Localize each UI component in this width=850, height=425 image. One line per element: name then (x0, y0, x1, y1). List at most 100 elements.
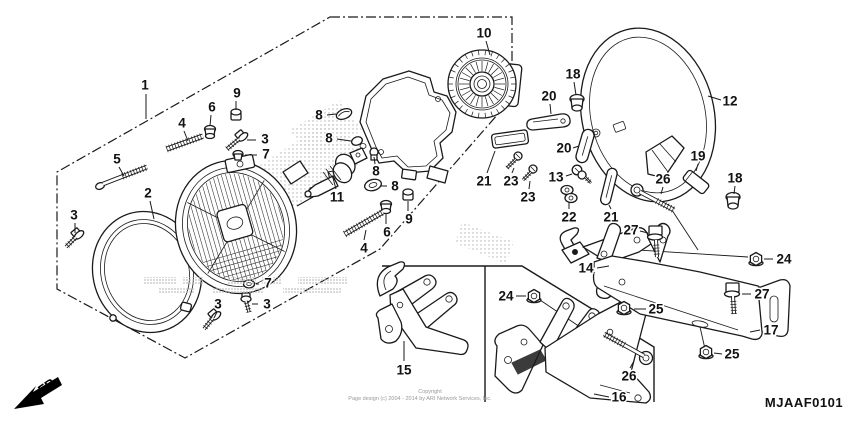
callout-part-8[interactable]: 8 (314, 106, 325, 124)
leader-line-part-21 (486, 150, 496, 174)
inset-box-borders (382, 265, 655, 402)
callout-part-20[interactable]: 20 (555, 139, 573, 157)
callout-part-6[interactable]: 6 (207, 98, 218, 116)
leader-line-part-16 (593, 393, 610, 398)
callout-part-24[interactable]: 24 (497, 287, 516, 305)
part-12-shell (579, 27, 717, 203)
callout-part-18[interactable]: 18 (564, 65, 583, 83)
callout-part-2[interactable]: 2 (143, 184, 154, 202)
part-6-nut-upper (203, 124, 217, 140)
callout-part-10[interactable]: 10 (475, 24, 493, 42)
callout-part-8[interactable]: 8 (371, 162, 382, 180)
callout-part-24[interactable]: 24 (775, 250, 794, 268)
callout-part-25[interactable]: 25 (647, 300, 666, 318)
leader-line-part-21 (608, 204, 612, 210)
callout-part-19[interactable]: 19 (689, 147, 707, 165)
leader-line-part-8 (326, 113, 337, 116)
fr-arrow-icon (14, 377, 62, 409)
callout-part-5[interactable]: 5 (112, 150, 123, 168)
copyright-line-1: Copyright (418, 389, 442, 395)
leader-line-part-6 (209, 114, 212, 127)
callout-part-22[interactable]: 22 (560, 208, 578, 226)
part-9-cap-right (402, 188, 414, 201)
callout-part-3[interactable]: 3 (213, 295, 224, 313)
leader-line-part-12 (707, 95, 722, 101)
part-18-mount-upper (569, 93, 585, 112)
part-7-nut-upper (232, 149, 244, 161)
hardware-layer (64, 133, 764, 360)
part-21-cushion-a (490, 129, 530, 149)
part-21-cushion-b (599, 167, 618, 206)
callout-part-8[interactable]: 8 (390, 177, 401, 195)
callout-part-27[interactable]: 27 (753, 285, 771, 303)
leader-line-part-18 (573, 81, 577, 96)
part-20-stay-a (526, 113, 571, 131)
callout-part-23[interactable]: 23 (519, 188, 538, 206)
callout-part-13[interactable]: 13 (547, 168, 566, 186)
copyright-line-2: Page design (c) 2004 - 2014 by ARI Netwo… (348, 396, 492, 402)
diagram-code: MJAAF0101 (765, 395, 843, 410)
part-23-screw-head-a (513, 151, 523, 161)
leader-line-part-23 (528, 180, 531, 190)
callout-part-11[interactable]: 11 (328, 188, 346, 206)
callout-part-7[interactable]: 7 (261, 145, 272, 163)
callout-part-17[interactable]: 17 (762, 321, 780, 339)
callout-part-6[interactable]: 6 (382, 223, 393, 241)
leader-line-part-4 (363, 229, 367, 241)
part-17-bracket (592, 222, 791, 341)
part-22-washers (560, 184, 578, 204)
callout-part-26[interactable]: 26 (654, 170, 673, 188)
leader-line-part-10 (485, 40, 491, 56)
part-27-bolt-head-b (723, 282, 741, 298)
leader-line-part-5 (118, 166, 125, 177)
callout-part-7[interactable]: 7 (263, 274, 274, 292)
callout-part-12[interactable]: 12 (721, 92, 739, 110)
leader-line-part-18 (733, 185, 736, 195)
callout-part-16[interactable]: 16 (610, 388, 629, 406)
leader-line-part-11 (332, 177, 337, 190)
leader-line-part-25 (713, 352, 723, 355)
callout-part-4[interactable]: 4 (177, 114, 188, 132)
callout-part-9[interactable]: 9 (232, 84, 243, 102)
callout-part-23[interactable]: 23 (502, 172, 521, 190)
callout-part-1[interactable]: 1 (140, 76, 151, 94)
socket-radial-ribs (448, 50, 516, 118)
callout-part-3[interactable]: 3 (69, 206, 80, 224)
callout-part-3[interactable]: 3 (262, 295, 273, 313)
part-3-bolt-head-b (70, 227, 85, 240)
callout-part-25[interactable]: 25 (723, 345, 742, 363)
leader-line-part-2 (149, 200, 155, 220)
callout-part-8[interactable]: 8 (324, 129, 335, 147)
leader-line-part-26 (660, 186, 664, 195)
part-20-stay-b (575, 128, 595, 164)
callout-part-3[interactable]: 3 (260, 130, 271, 148)
part-27-bolt-head-a (646, 225, 664, 241)
callout-part-27[interactable]: 27 (622, 221, 640, 239)
callout-part-20[interactable]: 20 (540, 87, 558, 105)
callout-part-4[interactable]: 4 (359, 239, 370, 257)
part-3-bolt-head-c (240, 292, 252, 303)
leader-line-part-3 (213, 311, 218, 319)
leader-line-part-13 (565, 173, 573, 177)
leader-line-part-27 (639, 230, 649, 234)
callout-part-9[interactable]: 9 (404, 210, 415, 228)
part-23-screw-head-b (528, 164, 538, 174)
callout-part-18[interactable]: 18 (726, 169, 745, 187)
callout-part-15[interactable]: 15 (395, 361, 414, 379)
part-8-clip-a (335, 107, 353, 121)
leader-line-part-26 (629, 360, 635, 369)
leader-line-part-20 (572, 145, 580, 149)
leader-line-part-19 (695, 163, 699, 172)
callout-part-21[interactable]: 21 (475, 172, 494, 190)
leader-line-part-20 (549, 103, 552, 115)
callout-part-26[interactable]: 26 (620, 367, 639, 385)
leader-line-part-17 (749, 329, 761, 333)
leader-line-part-8 (336, 138, 352, 142)
callout-part-14[interactable]: 14 (577, 259, 596, 277)
callout-part-21[interactable]: 21 (602, 208, 621, 226)
part-19-collar (682, 169, 710, 195)
